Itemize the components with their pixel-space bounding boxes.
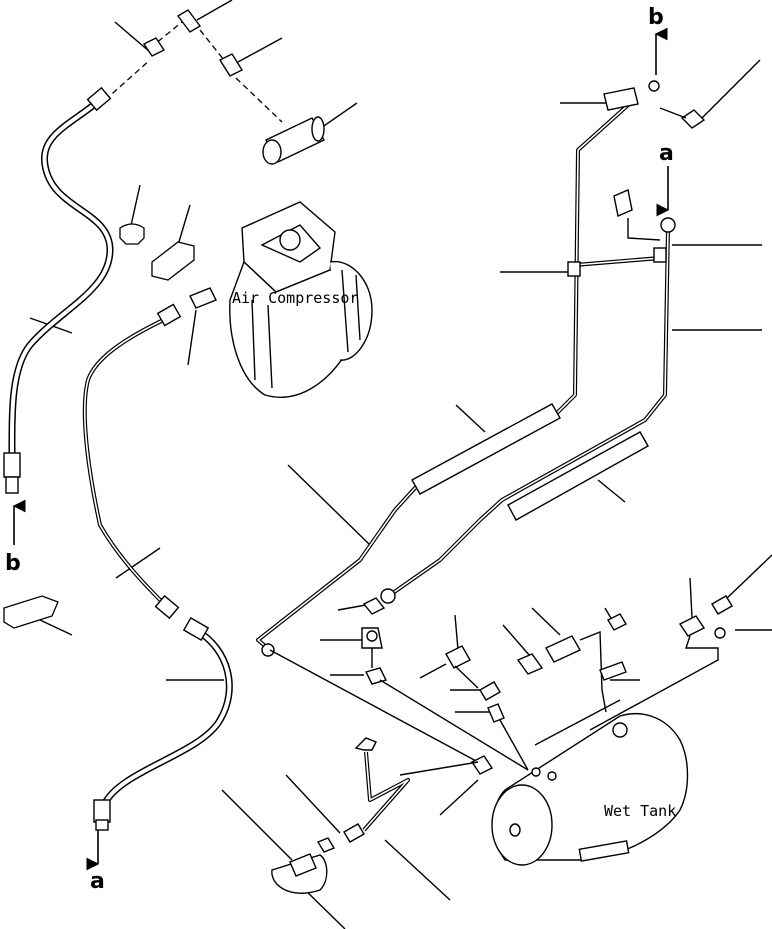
leader-lines — [24, 0, 772, 929]
wet-tank: Wet Tank — [269, 649, 689, 866]
pipe-end-fitting — [380, 588, 396, 604]
bracket-plate-top — [603, 87, 639, 111]
angle-bracket-top — [151, 241, 195, 281]
ref-b-left: b — [5, 551, 21, 576]
plug-mid — [487, 703, 505, 723]
pipe-end-a — [660, 217, 676, 233]
lower-coupling — [289, 853, 317, 877]
pipe-bracket-mid — [599, 661, 627, 681]
adapter-top — [218, 53, 244, 77]
bolt-mid — [613, 189, 633, 217]
pipe-sleeve-upper — [411, 403, 561, 495]
bolt-fitting-mid — [607, 613, 627, 631]
flex-hose-left — [3, 86, 114, 494]
filter-cylinder — [262, 116, 325, 165]
small-cylinder — [516, 653, 544, 675]
check-valve — [445, 645, 471, 669]
bolt-top-right — [680, 109, 706, 129]
lower-pipes — [271, 737, 479, 894]
plug-right — [714, 627, 726, 639]
ref-b-top: b — [648, 5, 664, 30]
safety-valve — [678, 615, 706, 637]
ref-a-top: a — [659, 141, 674, 166]
pipe-clip-1 — [567, 261, 581, 277]
ref-a-bottom: a — [90, 869, 105, 894]
nut-right — [711, 595, 733, 615]
pipe-end-left — [261, 643, 275, 657]
hook-bracket — [354, 737, 377, 751]
elbow-fitting-top — [176, 9, 202, 33]
pipe-sleeve-lower — [507, 431, 649, 521]
air-compressor-label: Air Compressor — [232, 289, 358, 307]
right-fittings — [589, 595, 733, 731]
valve-cluster — [361, 597, 627, 723]
clamp-bracket — [119, 223, 145, 245]
tank-bracket — [578, 840, 630, 862]
pipe-compressor-to-hose — [82, 303, 182, 620]
hose-clamp-lower — [343, 823, 365, 843]
swivel-nut-top — [142, 37, 166, 57]
angle-bracket-left — [3, 595, 59, 629]
rigid-pipes-right — [256, 80, 706, 657]
reference-arrows: b a b a — [5, 5, 674, 894]
brackets — [3, 223, 217, 629]
connector-fitting — [189, 287, 217, 309]
pipe-clip-2 — [653, 247, 667, 263]
air-compressor: Air Compressor — [229, 201, 373, 398]
fitting-b-top — [648, 80, 660, 92]
drain-valve — [470, 755, 494, 775]
wet-tank-label: Wet Tank — [604, 802, 676, 820]
elbow-mid — [479, 681, 501, 701]
elbow-valve — [362, 597, 386, 615]
hose-end-fittings-top — [104, 9, 325, 165]
filter-cylinder-mid — [545, 635, 581, 663]
tank-port — [612, 722, 628, 738]
flex-hose-lower — [93, 616, 233, 831]
